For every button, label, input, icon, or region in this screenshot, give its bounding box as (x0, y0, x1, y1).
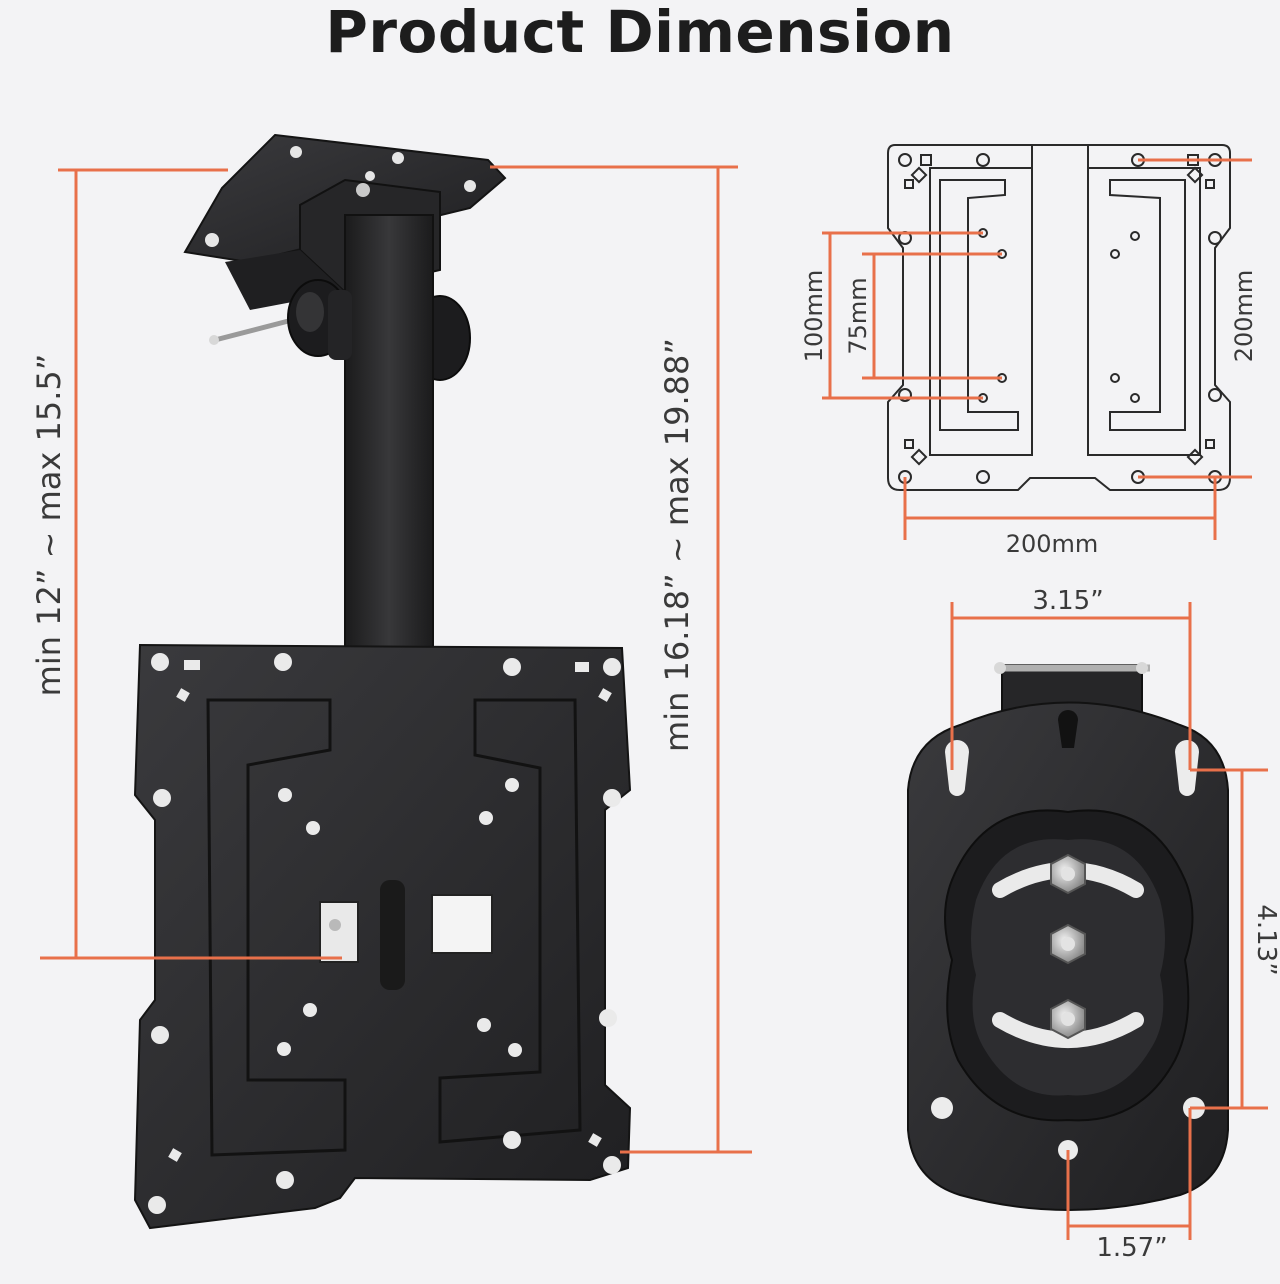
vesa-dimension-lines (822, 158, 1252, 540)
mount-total-height-label: min 16.18” ~ max 19.88” (658, 338, 696, 752)
bracket-dimension-lines (950, 602, 1268, 1240)
mount-total-height-dimension (490, 165, 752, 1154)
bracket-top-width-label: 3.15” (1032, 586, 1103, 616)
vesa-width-label: 200mm (1006, 530, 1099, 558)
mount-height-dimension (40, 168, 342, 960)
mount-height-label: min 12” ~ max 15.5” (30, 354, 68, 697)
vesa-inner-large-label: 100mm (800, 270, 828, 363)
ceiling-mount-illustration (133, 133, 632, 1230)
bracket-plate-illustration (907, 662, 1229, 1211)
vesa-plate-schematic (887, 144, 1231, 491)
vesa-inner-small-label: 75mm (844, 277, 872, 354)
bracket-side-height-label: 4.13” (1251, 904, 1280, 975)
vesa-height-label: 200mm (1230, 270, 1258, 363)
page-title: Product Dimension (325, 0, 955, 66)
bracket-bottom-width-label: 1.57” (1096, 1233, 1167, 1263)
